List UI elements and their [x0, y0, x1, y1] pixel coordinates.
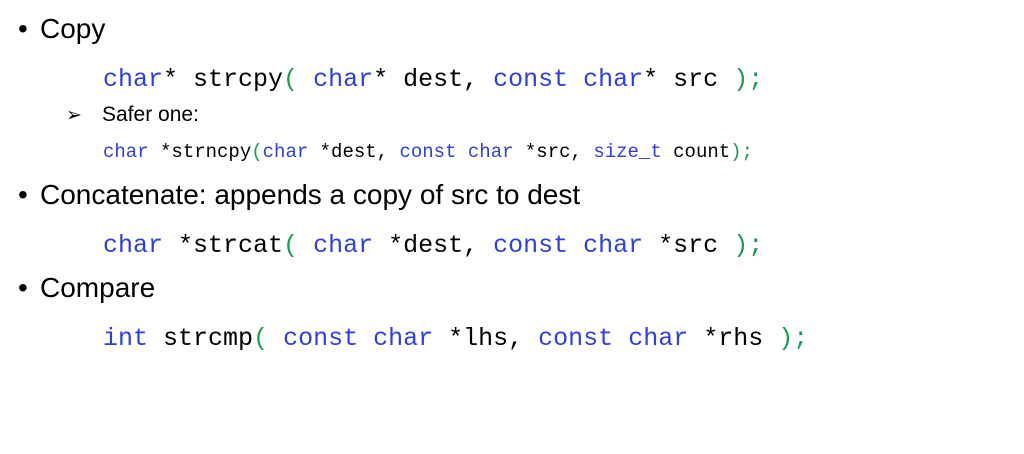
code-token: (	[283, 231, 299, 260]
bullet-copy-text: Copy	[40, 13, 106, 44]
code-token: *src	[643, 231, 734, 260]
code-token: strcmp	[148, 324, 254, 353]
sub-bullet-text: Safer one:	[102, 103, 199, 126]
code-token: * dest,	[373, 65, 494, 94]
code-token: size_t	[593, 141, 662, 163]
code-token	[456, 141, 467, 163]
code-token: * strcpy	[163, 65, 284, 94]
code-token: );	[730, 141, 753, 163]
code-token: int	[103, 324, 149, 353]
code-strcmp: int strcmp( const char *lhs, const char …	[103, 326, 808, 351]
code-token: const	[493, 65, 569, 94]
code-token: count	[661, 141, 731, 163]
code-token: char	[583, 65, 644, 94]
code-token: char	[313, 231, 374, 260]
arrow-bullet-icon: ➢	[66, 104, 82, 126]
code-token: char	[467, 141, 514, 163]
code-token: );	[733, 231, 764, 260]
code-token	[358, 324, 373, 353]
bullet-marker: •	[18, 13, 28, 44]
code-token: char	[583, 231, 644, 260]
bullet-copy: • Copy	[18, 12, 105, 46]
bullet-compare: • Compare	[18, 271, 155, 305]
code-token: *src,	[513, 141, 594, 163]
code-token: const	[538, 324, 614, 353]
code-token: *dest,	[308, 141, 400, 163]
code-token	[568, 65, 583, 94]
code-token	[298, 231, 313, 260]
code-token: *strncpy	[148, 141, 252, 163]
code-token: char	[313, 65, 374, 94]
bullet-compare-text: Compare	[40, 272, 156, 303]
code-token	[268, 324, 283, 353]
code-token: );	[778, 324, 809, 353]
code-token: char	[103, 141, 149, 163]
code-token	[298, 65, 313, 94]
code-token: (	[251, 141, 263, 163]
bullet-marker: •	[18, 179, 28, 210]
code-token: char	[262, 141, 309, 163]
code-token: (	[283, 65, 299, 94]
code-strcat: char *strcat( char *dest, const char *sr…	[103, 233, 763, 258]
code-token	[613, 324, 628, 353]
code-token: * src	[643, 65, 734, 94]
code-token: *rhs	[688, 324, 779, 353]
code-token: const	[493, 231, 569, 260]
bullet-concatenate-text: Concatenate: appends a copy of src to de…	[40, 179, 581, 210]
code-strncpy: char *strncpy(char *dest, const char *sr…	[103, 143, 753, 162]
code-token: const	[399, 141, 457, 163]
sub-bullet-safer: ➢ Safer one:	[66, 102, 199, 128]
code-token: char	[373, 324, 434, 353]
code-strcpy: char* strcpy( char* dest, const char* sr…	[103, 67, 763, 92]
code-token	[568, 231, 583, 260]
bullet-marker: •	[18, 272, 28, 303]
code-token: char	[103, 231, 164, 260]
code-token: *strcat	[163, 231, 284, 260]
code-token: const	[283, 324, 359, 353]
code-token: *dest,	[373, 231, 494, 260]
code-token: char	[628, 324, 689, 353]
code-token: );	[733, 65, 764, 94]
code-token: *lhs,	[433, 324, 539, 353]
code-token: char	[103, 65, 164, 94]
bullet-concatenate: • Concatenate: appends a copy of src to d…	[18, 178, 580, 212]
code-token: (	[253, 324, 269, 353]
